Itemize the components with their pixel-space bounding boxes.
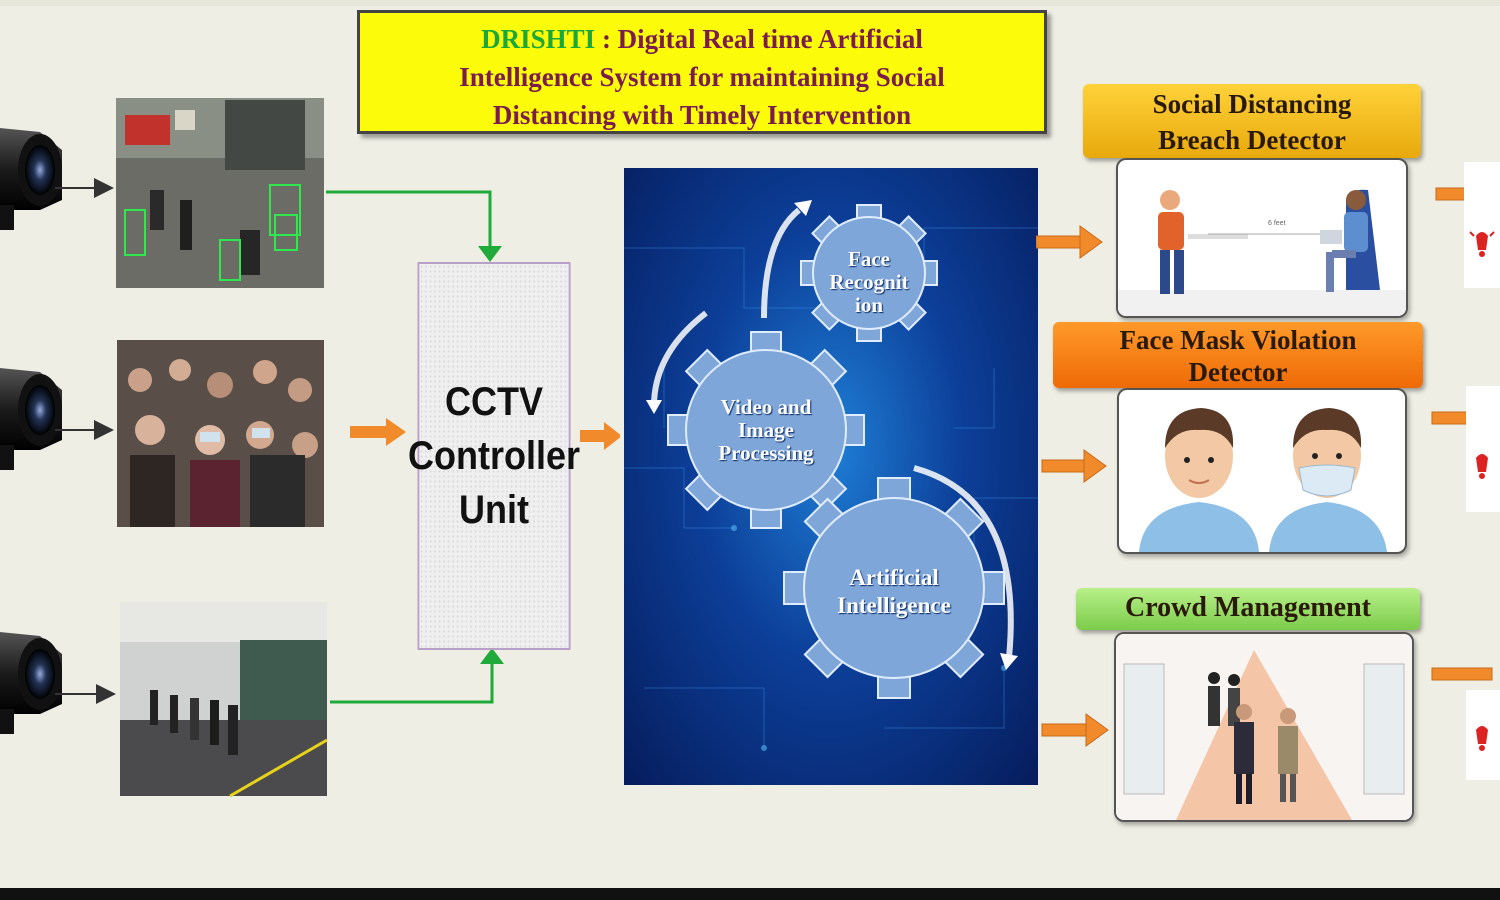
mask-line1: Face Mask Violation <box>1119 325 1357 355</box>
person-icon <box>1228 674 1240 726</box>
gear-face-line3: ion <box>854 293 883 317</box>
crowd-feed-image <box>117 340 324 527</box>
person-icon <box>1234 704 1254 804</box>
gear-face-line2: Recognit <box>829 270 909 294</box>
top-shade <box>0 0 1500 6</box>
diagram-title: DRISHTI : Digital Real time Artificial I… <box>357 10 1047 134</box>
person-icon <box>1326 190 1368 292</box>
gear-icon <box>783 477 1005 699</box>
gear-face-recognition: Face Recognit ion <box>804 248 934 317</box>
flow-arrow <box>1036 225 1103 259</box>
gear-icon <box>667 331 865 529</box>
person-icon <box>1158 190 1184 294</box>
controller-line3: Unit <box>458 488 529 532</box>
gear-video-line2: Image <box>738 418 794 442</box>
gear-ai-line2: Intelligence <box>837 593 951 618</box>
flow-arrow <box>580 422 620 450</box>
title-line3: Distancing with Timely Intervention <box>492 100 912 130</box>
person-icon <box>1269 408 1387 552</box>
alarm-icon <box>1466 690 1500 780</box>
cctv-camera-icon <box>0 368 62 470</box>
controller-line1: CCTV <box>444 380 543 424</box>
social-line2: Breach Detector <box>1158 125 1346 155</box>
person-icon <box>1208 672 1220 726</box>
person-icon <box>1139 408 1259 552</box>
controller-line2: Controller <box>407 434 581 478</box>
distance-label: 6 feet <box>1268 220 1286 227</box>
person-icon <box>1278 708 1298 802</box>
flow-arrow <box>350 418 406 446</box>
title-line2: Intelligence System for maintaining Soci… <box>459 62 945 92</box>
circuit-background <box>624 200 1038 751</box>
gear-video-processing: Video and Image Processing <box>696 396 836 465</box>
cctv-camera-icon <box>0 128 62 230</box>
alarm-icon <box>1464 162 1500 288</box>
gear-video-line3: Processing <box>718 441 814 465</box>
gear-face-line1: Face <box>848 247 890 271</box>
flow-arrow <box>1041 449 1107 483</box>
title-line1: : Digital Real time Artificial <box>595 24 923 54</box>
crowd-management-label: Crowd Management <box>1076 588 1420 630</box>
camera-feeds-layer <box>0 98 620 798</box>
gear-video-line1: Video and <box>720 395 812 419</box>
flow-arrow <box>1041 713 1109 747</box>
face-mask-label: Face Mask Violation Detector <box>1053 322 1423 388</box>
cctv-controller-unit: CCTV Controller Unit <box>408 262 580 650</box>
mask-line2: Detector <box>1188 357 1288 387</box>
gear-icon <box>800 204 938 342</box>
social-line1: Social Distancing <box>1152 89 1352 119</box>
crowd-management-illustration <box>1114 632 1414 822</box>
cctv-camera-icon <box>0 632 62 734</box>
social-distancing-illustration: 6 feet <box>1116 158 1408 318</box>
bottom-border <box>0 888 1500 900</box>
station-feed-image <box>120 602 328 798</box>
flow-arrow <box>1431 667 1493 681</box>
ai-processing-panel: Face Recognit ion Video and Image Proces… <box>624 168 1038 785</box>
gear-ai-line1: Artificial <box>849 565 939 590</box>
gear-artificial-intelligence: Artificial Intelligence <box>819 564 969 620</box>
social-distancing-label: Social Distancing Breach Detector <box>1083 84 1421 158</box>
face-mask-illustration <box>1117 388 1407 554</box>
alarm-icon <box>1466 386 1500 512</box>
title-acronym: DRISHTI <box>481 24 596 54</box>
street-feed-image <box>116 98 324 288</box>
